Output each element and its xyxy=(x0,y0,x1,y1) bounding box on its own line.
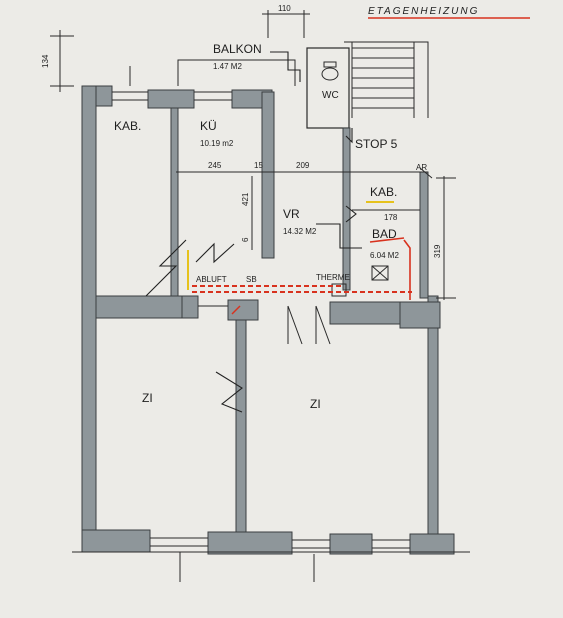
toilet-icon xyxy=(321,67,339,81)
dim-421-text: 421 xyxy=(241,192,250,206)
stop-label: STOP 5 xyxy=(355,137,398,151)
windows-bottom xyxy=(72,537,470,582)
dim-319-text: 319 xyxy=(433,244,442,258)
balcony-railing xyxy=(270,51,301,82)
kue-stair-sketch xyxy=(145,239,187,297)
windows-top xyxy=(112,66,232,101)
door-vr-zi xyxy=(198,305,241,315)
zi2-label: ZI xyxy=(310,397,321,411)
dim-6-text: 6 xyxy=(241,237,250,242)
ar-label: AR xyxy=(416,163,427,172)
zi-folding-door xyxy=(215,371,243,413)
kue-area: 10.19 m2 xyxy=(200,139,234,148)
boiler-icon xyxy=(331,283,347,297)
heating-pipe-vertical xyxy=(403,239,411,300)
vr-label: VR xyxy=(283,207,300,221)
bad-red-pipe xyxy=(369,237,405,243)
dim-178-text: 178 xyxy=(384,213,398,222)
balcony-area: 1.47 M2 xyxy=(213,62,242,71)
bad-area: 6.04 M2 xyxy=(370,251,399,260)
double-door xyxy=(287,305,331,345)
thermo-label: THERME xyxy=(316,273,350,282)
vr-door-sketch xyxy=(316,223,362,249)
bath-drain-icon xyxy=(371,265,389,281)
heating-note: ETAGENHEIZUNG xyxy=(368,6,479,17)
vr-area: 14.32 M2 xyxy=(283,227,317,236)
zi1-label: ZI xyxy=(142,391,153,405)
balcony-label: BALKON xyxy=(213,42,262,56)
wc-room xyxy=(306,47,350,129)
dim-209-text: 209 xyxy=(296,161,310,170)
stop-arrow xyxy=(345,128,353,144)
bad-label: BAD xyxy=(372,227,397,241)
dim-319 xyxy=(436,176,456,300)
abluft-label: ABLUFT xyxy=(196,275,227,284)
kab1-label: KAB. xyxy=(114,119,141,133)
vr-stair-sketch xyxy=(195,242,235,264)
dim-110-text: 110 xyxy=(278,4,291,13)
kab2-label: KAB. xyxy=(370,185,397,199)
dim-245-text: 245 xyxy=(208,161,222,170)
wc-label: WC xyxy=(322,90,339,101)
sb-label: SB xyxy=(246,275,257,284)
staircase xyxy=(344,41,429,118)
dim-134-text: 134 xyxy=(41,54,50,68)
kue-label: KÜ xyxy=(200,119,217,133)
dim-15-text: 15 xyxy=(254,161,263,170)
